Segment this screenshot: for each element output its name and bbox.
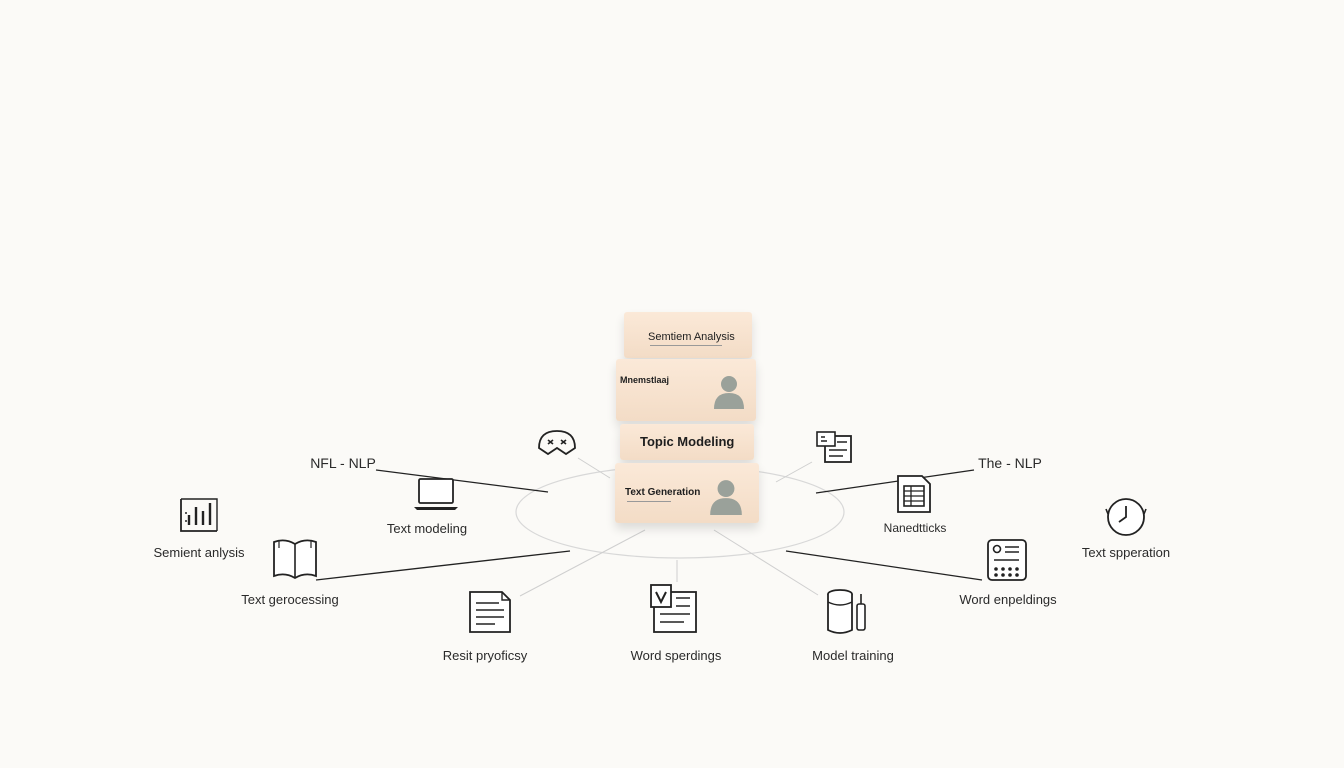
- form-document-icon: [816, 431, 852, 463]
- theater-mask-icon: [538, 430, 576, 456]
- box-mnemstlaaj-title: Mnemstlaaj: [620, 375, 670, 385]
- label-the-nlp: The - NLP: [978, 455, 1042, 471]
- label-text-spperation: Text spperation: [1081, 545, 1171, 560]
- laptop-icon: [414, 478, 458, 510]
- line-nfl-nlp: [375, 469, 549, 493]
- label-resit-pryoficsy: Resit pryoficsy: [442, 648, 528, 663]
- spreadsheet-icon: [897, 475, 931, 513]
- label-text-modeling: Text modeling: [386, 521, 468, 536]
- label-word-sperdings: Word sperdings: [630, 648, 722, 663]
- v-document-icon: [650, 584, 697, 633]
- box-semtiem-analysis-title: Semtiem Analysis: [648, 331, 735, 343]
- calculator-icon: [987, 539, 1027, 581]
- avatar-icon: [710, 480, 742, 515]
- line-form: [775, 461, 813, 483]
- box-subline: [627, 501, 671, 502]
- database-cylinder-icon: [827, 589, 866, 634]
- box-topic-modeling: Topic Modeling: [620, 424, 754, 460]
- box-semtiem-analysis: Semtiem Analysis: [624, 312, 752, 358]
- box-topic-modeling-title: Topic Modeling: [640, 434, 735, 449]
- document-icon: [469, 591, 511, 633]
- avatar-icon: [714, 376, 744, 409]
- open-book-icon: [273, 539, 317, 580]
- box-mnemstlaaj: Mnemstlaaj: [616, 359, 756, 421]
- label-text-gerocessing: Text gerocessing: [241, 592, 339, 607]
- line-document: [519, 529, 646, 597]
- box-text-generation-title: Text Generation: [625, 487, 701, 498]
- clock-icon: [1105, 498, 1147, 536]
- line-cylinder: [713, 529, 819, 596]
- label-model-training: Model training: [812, 648, 894, 663]
- line-mask: [577, 457, 611, 479]
- label-semient-anlysis: Semient anlysis: [153, 545, 245, 560]
- box-subline: [650, 345, 722, 346]
- line-text-gerocessing: [315, 550, 571, 581]
- bar-chart-icon: [180, 498, 218, 532]
- line-word-enpeldings: [785, 550, 983, 581]
- label-nfl-nlp: NFL - NLP: [310, 455, 376, 471]
- line-the-nlp: [815, 469, 975, 494]
- box-text-generation: Text Generation: [615, 463, 759, 523]
- label-nanedtticks: Nanedtticks: [883, 521, 947, 535]
- label-word-enpeldings: Word enpeldings: [959, 592, 1057, 607]
